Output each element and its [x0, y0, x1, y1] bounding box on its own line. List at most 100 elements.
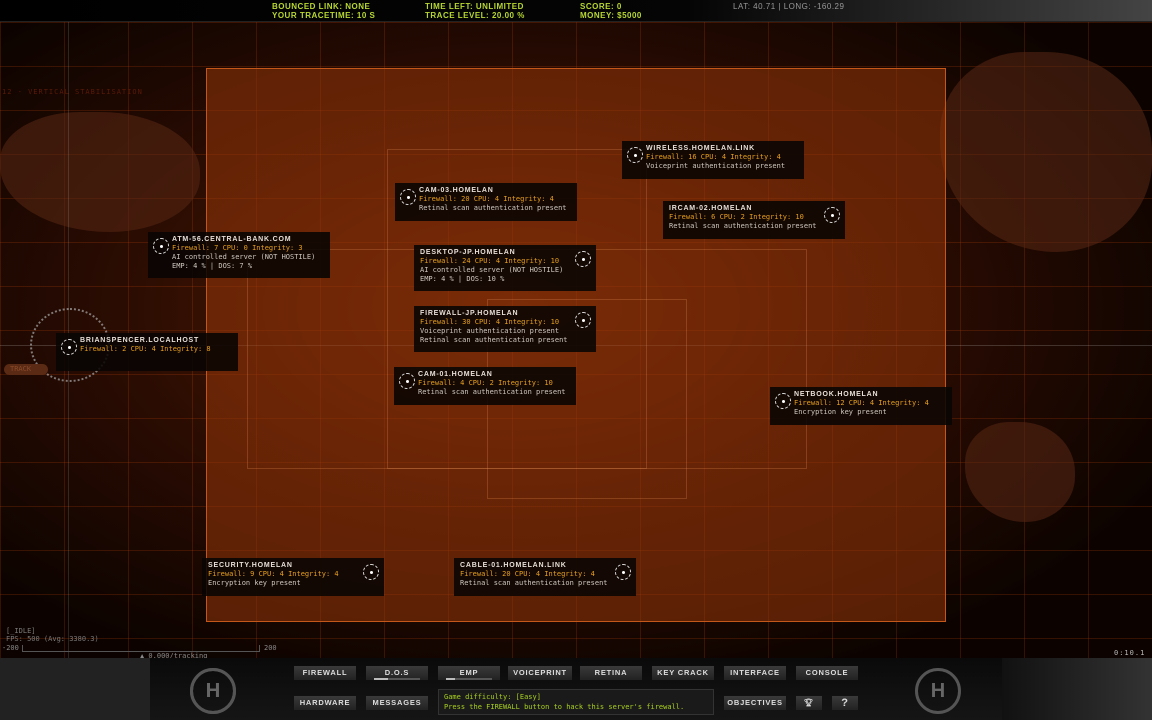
money: Money: $5000	[580, 11, 642, 20]
node-stats: Firewall: 16 CPU: 4 Integrity: 4	[646, 153, 781, 161]
continent	[0, 112, 200, 232]
blueprint-tower	[387, 149, 647, 469]
node-detail: Retinal scan authentication present	[669, 222, 817, 230]
target-icon[interactable]	[153, 238, 169, 254]
target-icon[interactable]	[627, 147, 643, 163]
node-detail: AI controlled server (NOT HOSTILE)	[420, 266, 564, 274]
trophy-button[interactable]: 🏆︎	[796, 696, 822, 710]
key-crack-button[interactable]: KEY CRACK	[652, 666, 714, 680]
target-icon[interactable]	[775, 393, 791, 409]
node-detail: EMP: 4 % | DOS: 10 %	[420, 275, 505, 283]
node-stats: Firewall: 4 CPU: 2 Integrity: 10	[418, 379, 553, 387]
toolbar-right	[1002, 658, 1152, 720]
node-name: BRIANSPENCER.LOCALHOST	[80, 337, 200, 344]
node-name: ATM-56.CENTRAL-BANK.COM	[172, 236, 292, 243]
tracking-ruler	[22, 645, 260, 652]
node-name: CABLE-01.HOMELAN.LINK	[460, 562, 567, 569]
node-stats: Firewall: 20 CPU: 4 Integrity: 4	[460, 570, 595, 578]
node-name: IRCAM-02.HOMELAN	[669, 205, 753, 212]
continent	[940, 52, 1152, 252]
emp-progress	[446, 678, 492, 680]
longitude: LONG: -160.29	[783, 2, 845, 11]
status-text: [_IDLE]	[6, 627, 36, 635]
trophy-icon: 🏆︎	[803, 698, 815, 707]
version-text: 0:10.1	[1114, 649, 1146, 657]
toolbar-left: H	[0, 658, 236, 720]
emp-label: EMP	[459, 668, 479, 677]
tracetime: Your tracetime: 10 s	[272, 11, 376, 20]
messages-button[interactable]: MESSAGES	[366, 696, 428, 710]
node-stats: Firewall: 7 CPU: 0 Integrity: 3	[172, 244, 303, 252]
node-name: FIREWALL-JP.HOMELAN	[420, 310, 519, 317]
node-detail: Retinal scan authentication present	[460, 579, 608, 587]
emp-button[interactable]: EMP	[438, 666, 500, 680]
target-icon[interactable]	[400, 189, 416, 205]
dos-button[interactable]: D.O.S	[366, 666, 428, 680]
node-name: WIRELESS.HOMELAN.LINK	[646, 145, 755, 152]
retina-button[interactable]: RETINA	[580, 666, 642, 680]
target-icon[interactable]	[363, 564, 379, 580]
target-icon[interactable]	[61, 339, 77, 355]
node-stats: Firewall: 12 CPU: 4 Integrity: 4	[794, 399, 929, 407]
node-detail: AI controlled server (NOT HOSTILE)	[172, 253, 316, 261]
track-label: TRACK	[4, 364, 48, 375]
node-detail: Encryption key present	[208, 579, 301, 587]
message-line: Game difficulty: [Easy]	[444, 693, 541, 701]
score: Score: 0	[580, 2, 622, 11]
time-left: Time left: unlimited	[425, 2, 524, 11]
ruler-max: 200	[264, 644, 277, 652]
coordinates: LAT: 40.71 | LONG: -160.29	[733, 2, 845, 11]
node-detail: Voiceprint authentication present	[646, 162, 786, 170]
node-name: SECURITY.HOMELAN	[208, 562, 293, 569]
node-detail: Retinal scan authentication present	[420, 336, 568, 344]
node-detail: Retinal scan authentication present	[418, 388, 566, 396]
message-console: Game difficulty: [Easy]Press the FIREWAL…	[438, 689, 714, 715]
hardware-button[interactable]: HARDWARE	[294, 696, 356, 710]
target-icon[interactable]	[575, 312, 591, 328]
console-button[interactable]: CONSOLE	[796, 666, 858, 680]
firewall-button[interactable]: FIREWALL	[294, 666, 356, 680]
objectives-button[interactable]: OBJECTIVES	[724, 696, 786, 710]
tracking-readout: ▲ 0.000/tracking	[140, 652, 208, 660]
node-stats: Firewall: 24 CPU: 4 Integrity: 10	[420, 257, 560, 265]
node-name: CAM-03.HOMELAN	[419, 187, 494, 194]
node-detail: Encryption key present	[794, 408, 887, 416]
interface-button[interactable]: INTERFACE	[724, 666, 786, 680]
node-stats: Firewall: 2 CPU: 4 Integrity: 8	[80, 345, 211, 353]
target-icon[interactable]	[615, 564, 631, 580]
node-name: DESKTOP-JP.HOMELAN	[420, 249, 516, 256]
ruler-min: -200	[2, 644, 19, 652]
node-stats: Firewall: 20 CPU: 4 Integrity: 4	[419, 195, 554, 203]
status-bar: Bounced link: none Your tracetime: 10 s …	[0, 0, 1152, 22]
node-detail: Voiceprint authentication present	[420, 327, 560, 335]
hacker-logo: H	[915, 668, 961, 714]
target-icon[interactable]	[824, 207, 840, 223]
node-detail: EMP: 4 % | DOS: 7 %	[172, 262, 253, 270]
target-icon[interactable]	[575, 251, 591, 267]
latitude: LAT: 40.71	[733, 2, 776, 11]
bounced-link: Bounced link: none	[272, 2, 371, 11]
continent	[965, 422, 1075, 522]
dos-progress	[374, 678, 420, 680]
target-icon[interactable]	[399, 373, 415, 389]
node-detail: Retinal scan authentication present	[419, 204, 567, 212]
hacker-logo: H	[190, 668, 236, 714]
voiceprint-button[interactable]: VOICEPRINT	[508, 666, 572, 680]
debug-info: [_IDLE]FPS: 500 (Avg: 3380.3)	[6, 627, 99, 643]
fps-text: FPS: 500 (Avg: 3380.3)	[6, 635, 99, 643]
trace-level: Trace level: 20.00 %	[425, 11, 525, 20]
node-name: NETBOOK.HOMELAN	[794, 391, 879, 398]
dos-label: D.O.S	[384, 668, 410, 677]
help-button[interactable]: ?	[832, 696, 858, 710]
